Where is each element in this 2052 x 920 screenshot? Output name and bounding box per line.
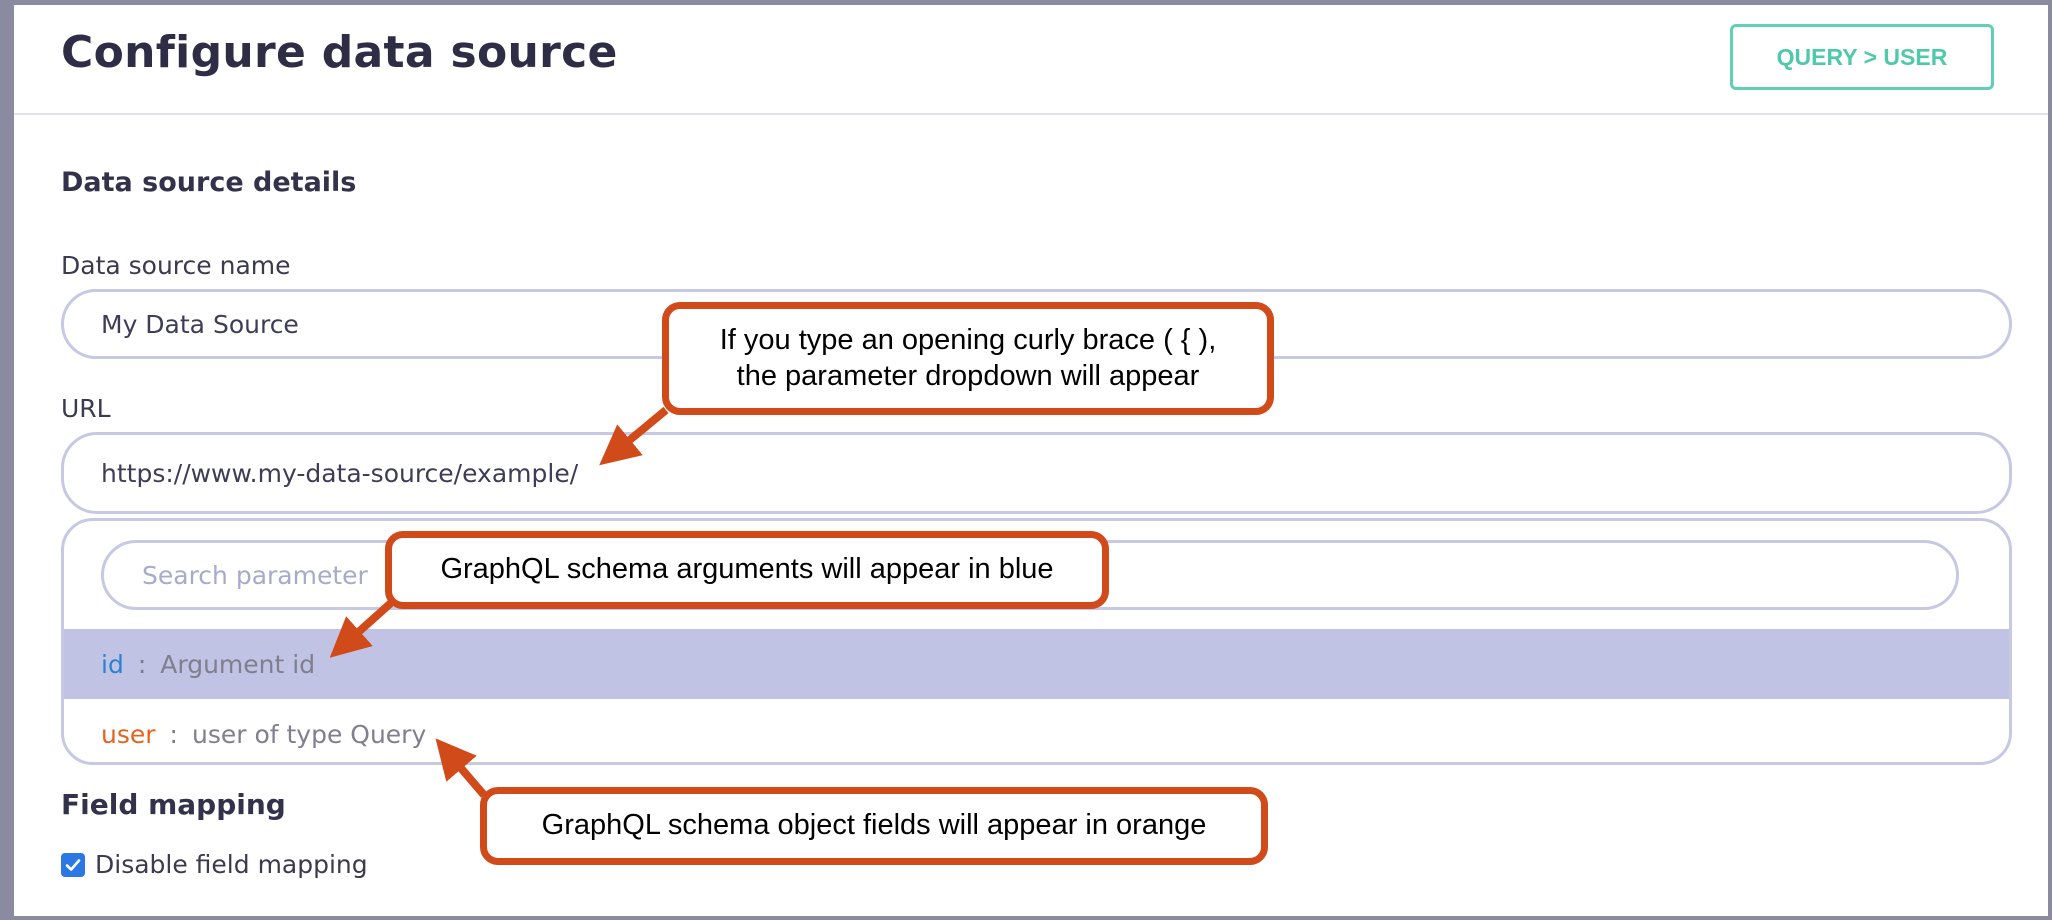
- page-header: Configure data source QUERY > USER: [14, 5, 2048, 115]
- disable-field-mapping-checkbox[interactable]: [61, 852, 85, 877]
- argument-description: Argument id: [160, 649, 316, 679]
- configure-data-source-panel: Configure data source QUERY > USER Data …: [14, 5, 2048, 916]
- disable-field-mapping-label: Disable field mapping: [95, 850, 368, 879]
- field-mapping-heading: Field mapping: [61, 788, 286, 821]
- option-separator: :: [137, 649, 147, 679]
- argument-key: id: [101, 649, 124, 679]
- arguments-callout: GraphQL schema arguments will appear in …: [385, 531, 1109, 609]
- object-fields-callout: GraphQL schema object fields will appear…: [480, 787, 1268, 865]
- url-input[interactable]: https://www.my-data-source/example/: [61, 432, 2012, 514]
- data-source-details-heading: Data source details: [61, 167, 357, 198]
- page-title: Configure data source: [61, 27, 618, 78]
- checkmark-icon: [65, 858, 81, 871]
- curly-brace-callout-line1: If you type an opening curly brace ( { )…: [719, 324, 1217, 357]
- url-label: URL: [61, 394, 111, 423]
- option-separator: :: [169, 719, 178, 749]
- parameter-option-user[interactable]: user : user of type Query: [64, 699, 2009, 762]
- object-field-key: user: [101, 719, 156, 749]
- query-user-button[interactable]: QUERY > USER: [1730, 24, 1994, 90]
- disable-field-mapping-row: Disable field mapping: [61, 850, 368, 879]
- curly-brace-callout: If you type an opening curly brace ( { )…: [662, 302, 1274, 415]
- parameter-option-id[interactable]: id : Argument id: [64, 629, 2009, 699]
- object-field-description: user of type Query: [191, 719, 427, 749]
- curly-brace-callout-line2: the parameter dropdown will appear: [736, 359, 1200, 392]
- data-source-name-label: Data source name: [61, 251, 291, 280]
